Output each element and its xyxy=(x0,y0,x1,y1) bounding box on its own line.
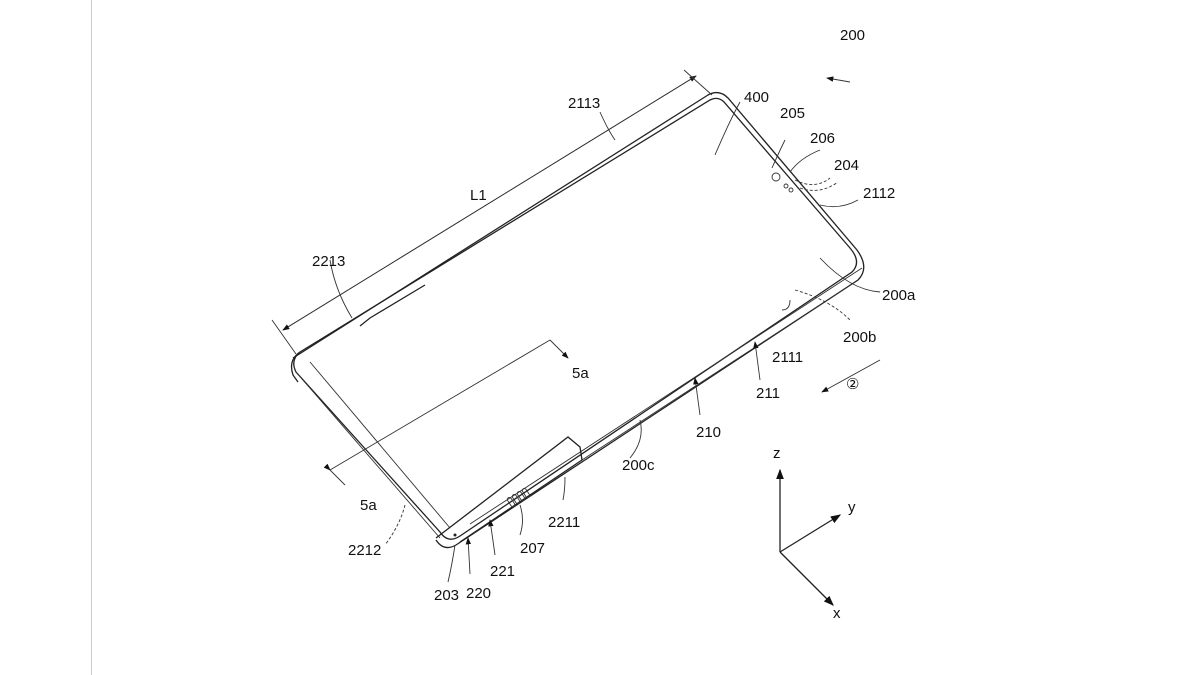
label-211: 211 xyxy=(756,385,780,402)
label-2113: 2113 xyxy=(568,95,600,112)
label-206: 206 xyxy=(810,130,835,147)
label-direction-2: ② xyxy=(846,376,859,393)
label-2211: 2211 xyxy=(548,514,580,531)
rear-edge-line-2 xyxy=(309,361,451,529)
label-200a: 200a xyxy=(882,287,916,304)
label-207: 207 xyxy=(520,540,545,557)
leader-lines xyxy=(329,76,881,583)
sensor-icon-2 xyxy=(788,187,794,193)
label-200c: 200c xyxy=(622,457,655,474)
label-2111: 2111 xyxy=(772,349,803,366)
label-200b: 200b xyxy=(843,329,876,346)
section-line-5a xyxy=(323,339,569,486)
label-5a-top: 5a xyxy=(572,365,589,382)
coordinate-axes: z y x xyxy=(773,445,856,622)
label-205: 205 xyxy=(780,105,805,122)
label-400: 400 xyxy=(744,89,769,106)
display-surface xyxy=(293,97,858,540)
sensor-icon xyxy=(783,183,789,189)
hole-icon xyxy=(453,533,457,537)
camera-icon xyxy=(771,172,781,182)
dimension-l1 xyxy=(271,69,713,355)
reference-labels: 200 400 2113 205 206 204 2112 L1 2213 20… xyxy=(312,27,916,604)
label-204: 204 xyxy=(834,157,859,174)
label-2112: 2112 xyxy=(863,185,895,202)
rear-edge-line xyxy=(295,371,441,539)
slide-cover xyxy=(359,284,583,543)
housing-bottom-edge xyxy=(469,267,863,525)
label-203: 203 xyxy=(434,587,459,604)
axis-z-label: z xyxy=(773,445,781,462)
label-2213: 2213 xyxy=(312,253,345,270)
page-border-line xyxy=(91,0,92,675)
rollable-device xyxy=(290,91,865,549)
axis-y-label: y xyxy=(848,499,856,516)
left-end-cap xyxy=(290,351,301,383)
label-2212: 2212 xyxy=(348,542,381,559)
speaker-grille-icon xyxy=(506,488,531,507)
label-220: 220 xyxy=(466,585,491,602)
device-outer-edge xyxy=(292,91,865,549)
label-5a-bottom: 5a xyxy=(360,497,377,514)
axis-x-label: x xyxy=(833,605,841,622)
label-221: 221 xyxy=(490,563,515,580)
label-l1: L1 xyxy=(470,187,487,204)
label-200: 200 xyxy=(840,27,865,44)
housing-rail xyxy=(581,281,856,461)
label-210: 210 xyxy=(696,424,721,441)
